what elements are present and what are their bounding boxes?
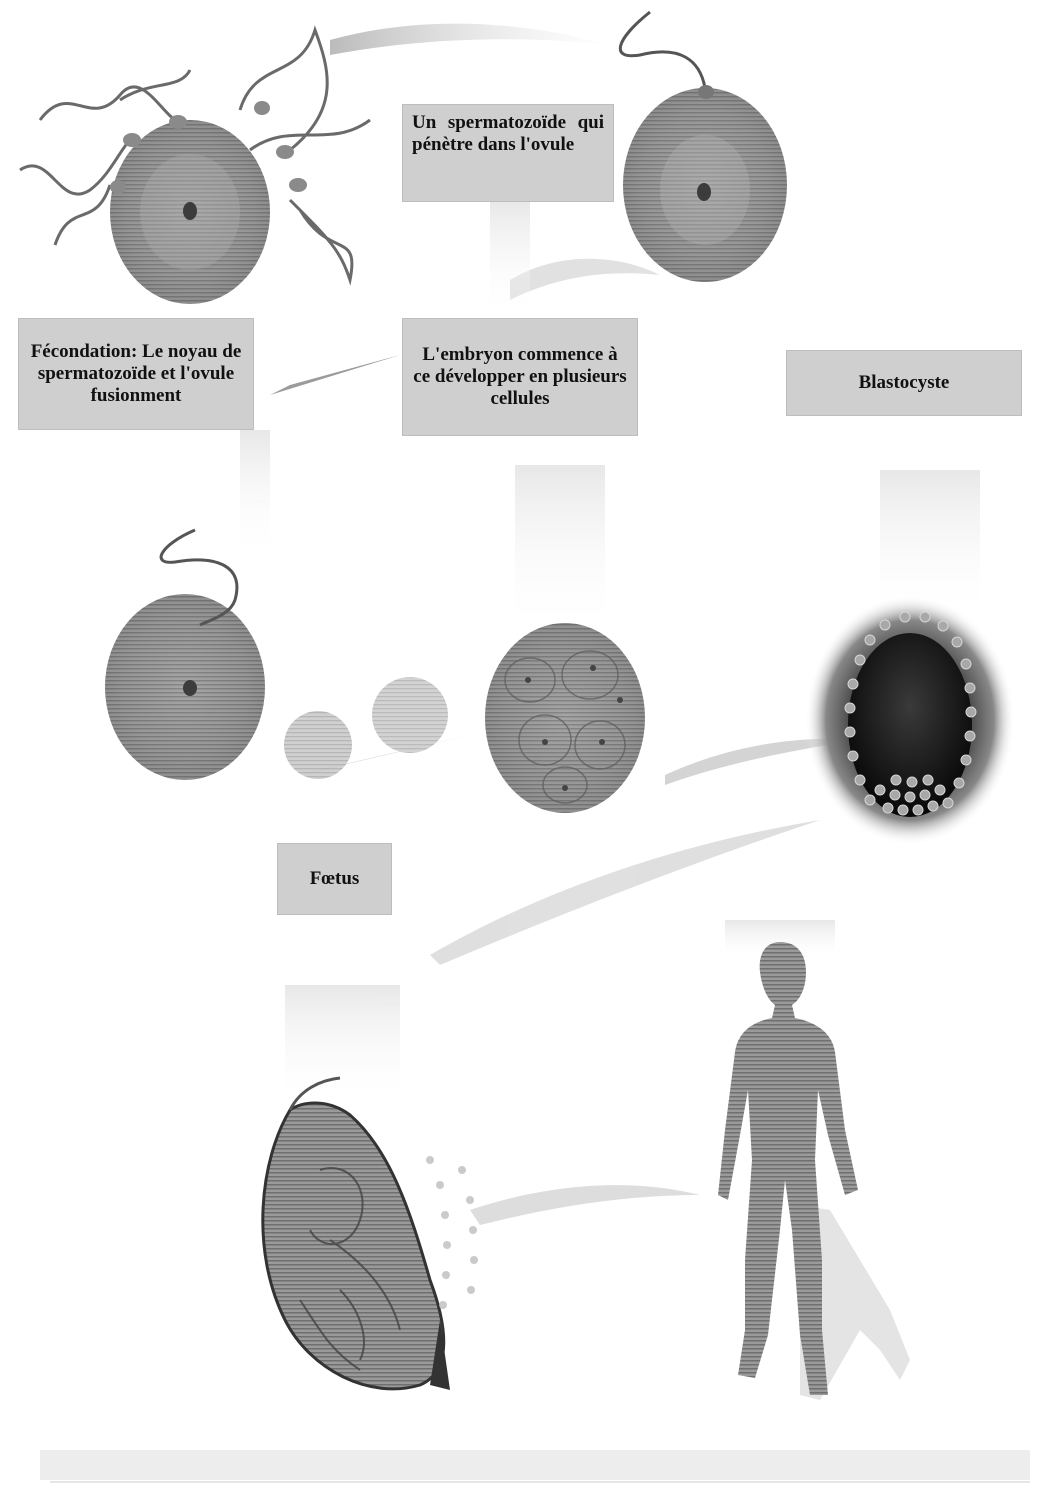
label-fetus-text: Fœtus (310, 868, 360, 890)
label-sperm-penetrating-ovum: Un spermatozoïde qui pénètre dans l'ovul… (402, 104, 614, 202)
sperm-penetrating-ovum-illustration (620, 12, 787, 282)
fertilized-ovum-illustration (105, 530, 448, 780)
label-blastocyst-text: Blastocyste (859, 372, 950, 394)
morula-illustration (485, 623, 645, 813)
label-fertilization: Fécondation: Le noyau de spermatozoïde e… (18, 318, 254, 430)
label-fertilization-text: Fécondation: Le noyau de spermatozoïde e… (28, 341, 244, 407)
blastocyst-illustration (805, 595, 1015, 845)
label-fetus: Fœtus (277, 843, 392, 915)
label-blastocyst: Blastocyste (786, 350, 1022, 416)
ovum-with-sperm-illustration (20, 30, 370, 304)
label-embryo-development-text: L'embryon commence à ce développer en pl… (412, 344, 628, 410)
human-figure-illustration (718, 942, 910, 1400)
fetus-illustration (263, 1078, 478, 1390)
label-sperm-penetrating-ovum-text: Un spermatozoïde qui pénètre dans l'ovul… (412, 112, 604, 156)
label-embryo-development: L'embryon commence à ce développer en pl… (402, 318, 638, 436)
